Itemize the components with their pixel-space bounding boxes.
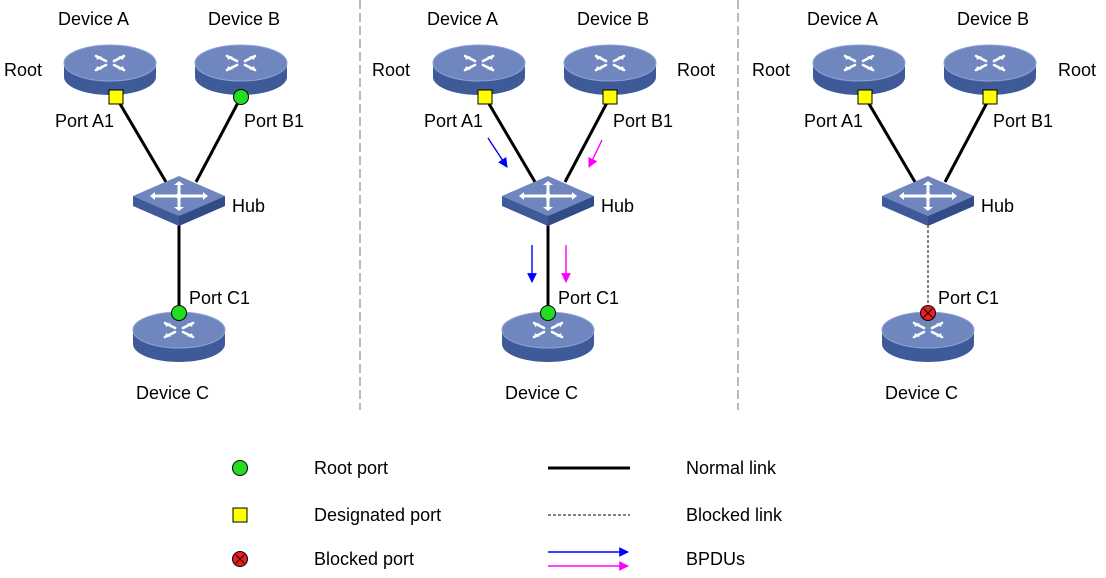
legend-blocked-link-label: Blocked link xyxy=(686,505,783,525)
panel2-bpdu-b-arrow xyxy=(588,139,603,168)
panel3-root-a-label: Root xyxy=(752,60,791,80)
panel3-port-a1-marker xyxy=(857,89,873,105)
panel3-hub-icon xyxy=(882,176,974,226)
panel2-root-a-label: Root xyxy=(372,60,411,80)
panel3-port-a1-label: Port A1 xyxy=(804,111,864,131)
panel1-device-b-label: Device B xyxy=(208,9,281,29)
panel2-port-a1-label: Port A1 xyxy=(424,111,484,131)
legend-designated-port-label: Designated port xyxy=(314,505,442,525)
panel3-link-a-hub xyxy=(863,96,917,183)
legend-designated-port-marker xyxy=(232,507,248,523)
panel1-device-b-icon xyxy=(194,44,288,95)
panel1-port-c1-marker xyxy=(171,305,187,321)
panel1-port-a1-marker xyxy=(108,89,124,105)
panel2-device-b-label: Device B xyxy=(577,9,650,29)
panel1-link-a-hub xyxy=(114,96,168,183)
panel1-device-a-icon xyxy=(63,44,157,95)
panel2-port-c1-marker xyxy=(540,305,556,321)
panel3-link-b-hub xyxy=(943,96,992,183)
panel1-hub-label: Hub xyxy=(232,196,266,216)
panel1-port-c1-label: Port C1 xyxy=(189,288,251,308)
panel2-hub-label: Hub xyxy=(601,196,635,216)
panel1-device-c-icon xyxy=(132,311,226,362)
panel1-port-b1-label: Port B1 xyxy=(244,111,305,131)
panel2-port-c1-label: Port C1 xyxy=(558,288,620,308)
panel2-device-c-label: Device C xyxy=(505,383,579,403)
panel3-port-c1-marker xyxy=(920,305,936,321)
panel2-device-b-icon xyxy=(563,44,657,95)
panel3-device-c-label: Device C xyxy=(885,383,959,403)
panel3-port-c1-label: Port C1 xyxy=(938,288,1000,308)
panel3-hub-label: Hub xyxy=(981,196,1015,216)
panel3-port-b1-marker xyxy=(982,89,998,105)
panel1-link-b-hub xyxy=(194,96,243,183)
panel1-hub-icon xyxy=(133,176,225,226)
panel2-root-b-label: Root xyxy=(677,60,716,80)
panel2-port-b1-marker xyxy=(602,89,618,105)
panel2-device-c-icon xyxy=(501,311,595,362)
panel1-device-a-label: Device A xyxy=(58,9,130,29)
panel2-link-a-hub xyxy=(483,96,537,183)
panel2-port-a1-marker xyxy=(477,89,493,105)
legend-normal-link-label: Normal link xyxy=(686,458,777,478)
panel2-port-b1-label: Port B1 xyxy=(613,111,674,131)
panel3-root-b-label: Root xyxy=(1058,60,1097,80)
panel3-device-a-icon xyxy=(812,44,906,95)
panel2-device-a-label: Device A xyxy=(427,9,499,29)
legend-root-port-marker xyxy=(232,460,248,476)
panel1-port-b1-marker xyxy=(233,89,249,105)
panel1-port-a1-label: Port A1 xyxy=(55,111,115,131)
panel3-device-a-label: Device A xyxy=(807,9,879,29)
panel1-device-c-label: Device C xyxy=(136,383,210,403)
panel1-root-a-label: Root xyxy=(4,60,43,80)
legend-blocked-port-marker xyxy=(232,551,248,567)
panel3-device-c-icon xyxy=(881,311,975,362)
panel2-link-b-hub xyxy=(563,96,612,183)
panel3-port-b1-label: Port B1 xyxy=(993,111,1054,131)
panel3-device-b-label: Device B xyxy=(957,9,1030,29)
legend-root-port-label: Root port xyxy=(314,458,389,478)
panel3-device-b-icon xyxy=(943,44,1037,95)
legend-bpdus-label: BPDUs xyxy=(686,549,746,569)
legend-blocked-port-label: Blocked port xyxy=(314,549,415,569)
panel2-device-a-icon xyxy=(432,44,526,95)
panel2-hub-icon xyxy=(502,176,594,226)
panel2-bpdu-a-arrow xyxy=(487,137,508,168)
